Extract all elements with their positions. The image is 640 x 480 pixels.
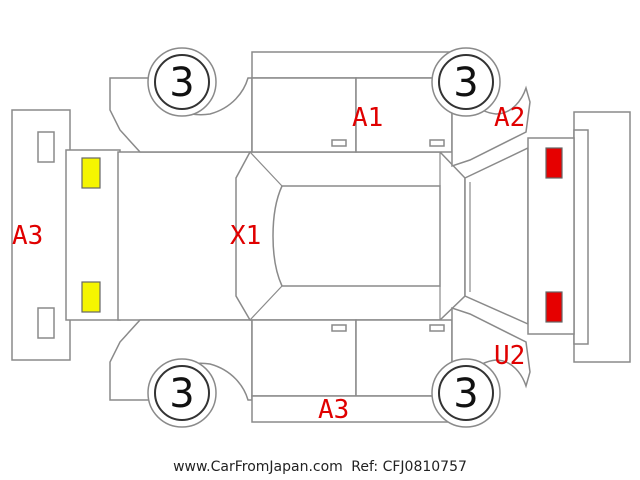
footer-site: www.CarFromJapan.com [173,459,343,475]
front-bumper-slot-top [37,131,55,163]
wheel-rear-right: 3 [431,47,501,117]
footer-ref: Ref: CFJ0810757 [351,459,467,475]
footer-text: www.CarFromJapan.com Ref: CFJ0810757 [173,459,467,475]
front-lamp-bottom [81,281,101,313]
left-doors [251,319,453,423]
roof-panel [272,185,441,287]
left-front-door [251,319,357,397]
right-roof-rail [251,51,453,79]
code-rear-corner: U2 [494,341,525,371]
rear-lamp-top [545,147,563,179]
right-front-handle [331,139,347,147]
right-doors [251,51,453,153]
left-roof-rail [251,395,453,423]
code-roof: X1 [230,221,261,251]
front-lamp-top [81,157,101,189]
trunk [464,146,529,326]
rear-bumper [573,111,631,363]
wheel-front-left: 3 [147,358,217,428]
wheel-rear-left-grade: 3 [453,371,478,417]
wheel-rear-left: 3 [431,358,501,428]
right-rear-handle [429,139,445,147]
code-right-fender: A2 [494,103,525,133]
wheel-rear-right-grade: 3 [453,60,478,106]
code-front-bumper: A3 [12,221,43,251]
roof [235,151,466,321]
wheel-front-right-grade: 3 [169,60,194,106]
code-left-side: A3 [318,395,349,425]
left-front-handle [331,324,347,332]
front-bumper-slot-bottom [37,307,55,339]
rear-lamp-bottom [545,291,563,323]
wheel-front-right: 3 [147,47,217,117]
wheel-front-left-grade: 3 [169,371,194,417]
front-bumper [11,109,71,361]
left-rear-handle [429,324,445,332]
code-right-door: A1 [352,103,383,133]
